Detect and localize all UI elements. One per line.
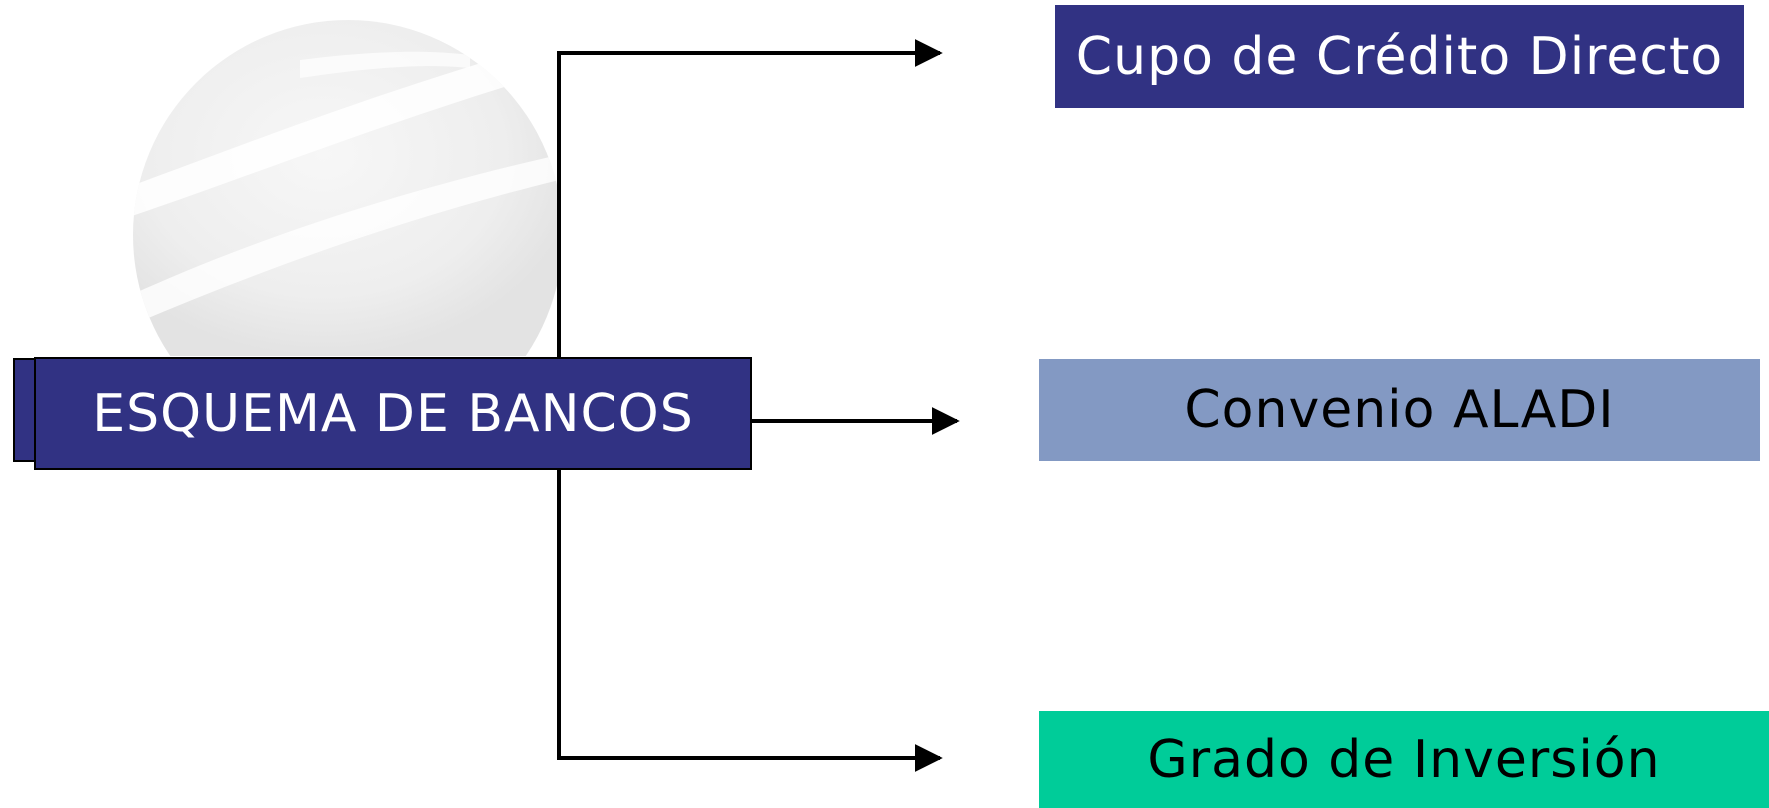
source-node-label: ESQUEMA DE BANCOS [92, 383, 694, 444]
target-node-aladi: Convenio ALADI [1039, 359, 1760, 461]
target-label-inversion: Grado de Inversión [1147, 729, 1661, 790]
target-node-credito: Cupo de Crédito Directo [1055, 5, 1744, 108]
target-label-credito: Cupo de Crédito Directo [1075, 26, 1724, 87]
target-label-aladi: Convenio ALADI [1184, 380, 1615, 440]
source-node: ESQUEMA DE BANCOS [34, 357, 752, 470]
target-node-inversion: Grado de Inversión [1039, 711, 1769, 808]
globe-watermark-icon [0, 20, 600, 370]
